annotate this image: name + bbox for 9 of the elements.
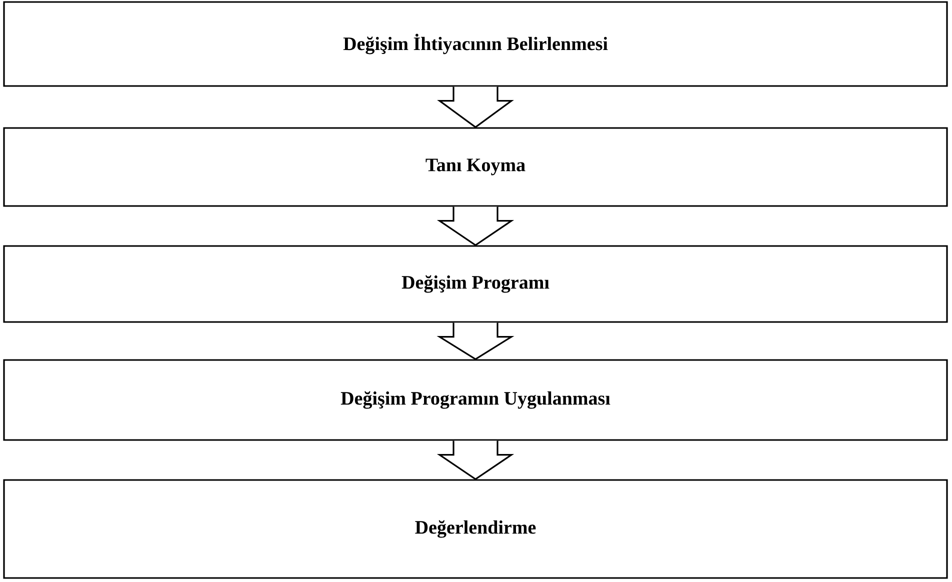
block-arrow [436,206,514,246]
process-box: Değişim Programın Uygulanması [3,359,948,441]
process-box: Tanı Koyma [3,127,948,207]
process-box: Değişim İhtiyacının Belirlenmesi [3,1,948,87]
block-arrow [436,322,514,360]
process-box: Değişim Programı [3,245,948,323]
process-box: Değerlendirme [3,479,948,579]
block-arrow [436,440,514,480]
block-arrow [437,86,514,128]
